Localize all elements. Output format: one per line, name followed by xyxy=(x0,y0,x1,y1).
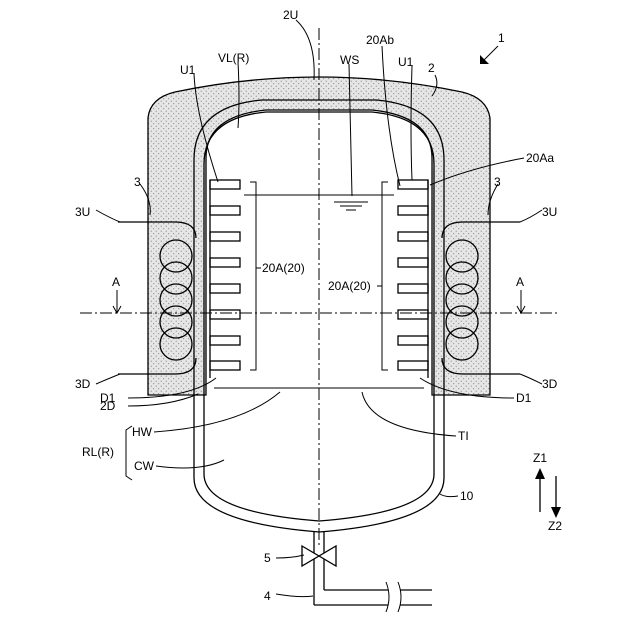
label-Z2: Z2 xyxy=(548,519,562,533)
label-3U-right: 3U xyxy=(542,205,557,219)
label-20A-right: 20A(20) xyxy=(328,279,371,293)
label-5: 5 xyxy=(264,551,271,565)
label-3-left: 3 xyxy=(134,175,141,189)
direction-arrow-z1 xyxy=(535,468,545,512)
label-TI: TI xyxy=(458,429,469,443)
label-2: 2 xyxy=(428,61,435,75)
label-10: 10 xyxy=(460,489,474,503)
label-WS: WS xyxy=(340,53,359,67)
drain-valve xyxy=(302,546,336,566)
label-2U: 2U xyxy=(283,8,298,22)
label-3D-right: 3D xyxy=(542,377,558,391)
label-Z1: Z1 xyxy=(533,451,547,465)
left-fin-stack xyxy=(210,180,240,378)
right-fin-stack xyxy=(398,180,428,378)
label-1: 1 xyxy=(498,31,505,45)
label-HW: HW xyxy=(132,425,153,439)
label-U1-left: U1 xyxy=(180,63,196,77)
label-20Aa: 20Aa xyxy=(526,151,554,165)
label-4: 4 xyxy=(264,589,271,603)
drain-pipe xyxy=(314,532,432,612)
direction-arrow-z2 xyxy=(551,476,561,518)
label-20Ab: 20Ab xyxy=(366,33,394,47)
water-surface-symbol xyxy=(334,202,368,210)
label-3U-left: 3U xyxy=(75,205,90,219)
label-A-right: A xyxy=(516,275,524,289)
label-D1-left: D1 xyxy=(100,391,116,405)
label-A-left: A xyxy=(112,275,120,289)
label-RL: RL(R) xyxy=(82,445,114,459)
assembly-arrow xyxy=(480,46,498,64)
section-arrow-left xyxy=(113,290,121,313)
label-CW: CW xyxy=(134,459,155,473)
label-D1-right: D1 xyxy=(516,391,532,405)
label-20A-left: 20A(20) xyxy=(262,261,305,275)
label-VL: VL(R) xyxy=(218,51,249,65)
label-U1-right: U1 xyxy=(398,55,414,69)
section-arrow-right xyxy=(517,290,525,313)
left-fin-bracket xyxy=(250,182,256,370)
right-fin-bracket xyxy=(382,182,388,370)
label-3-right: 3 xyxy=(494,175,501,189)
label-3D-left: 3D xyxy=(75,377,91,391)
